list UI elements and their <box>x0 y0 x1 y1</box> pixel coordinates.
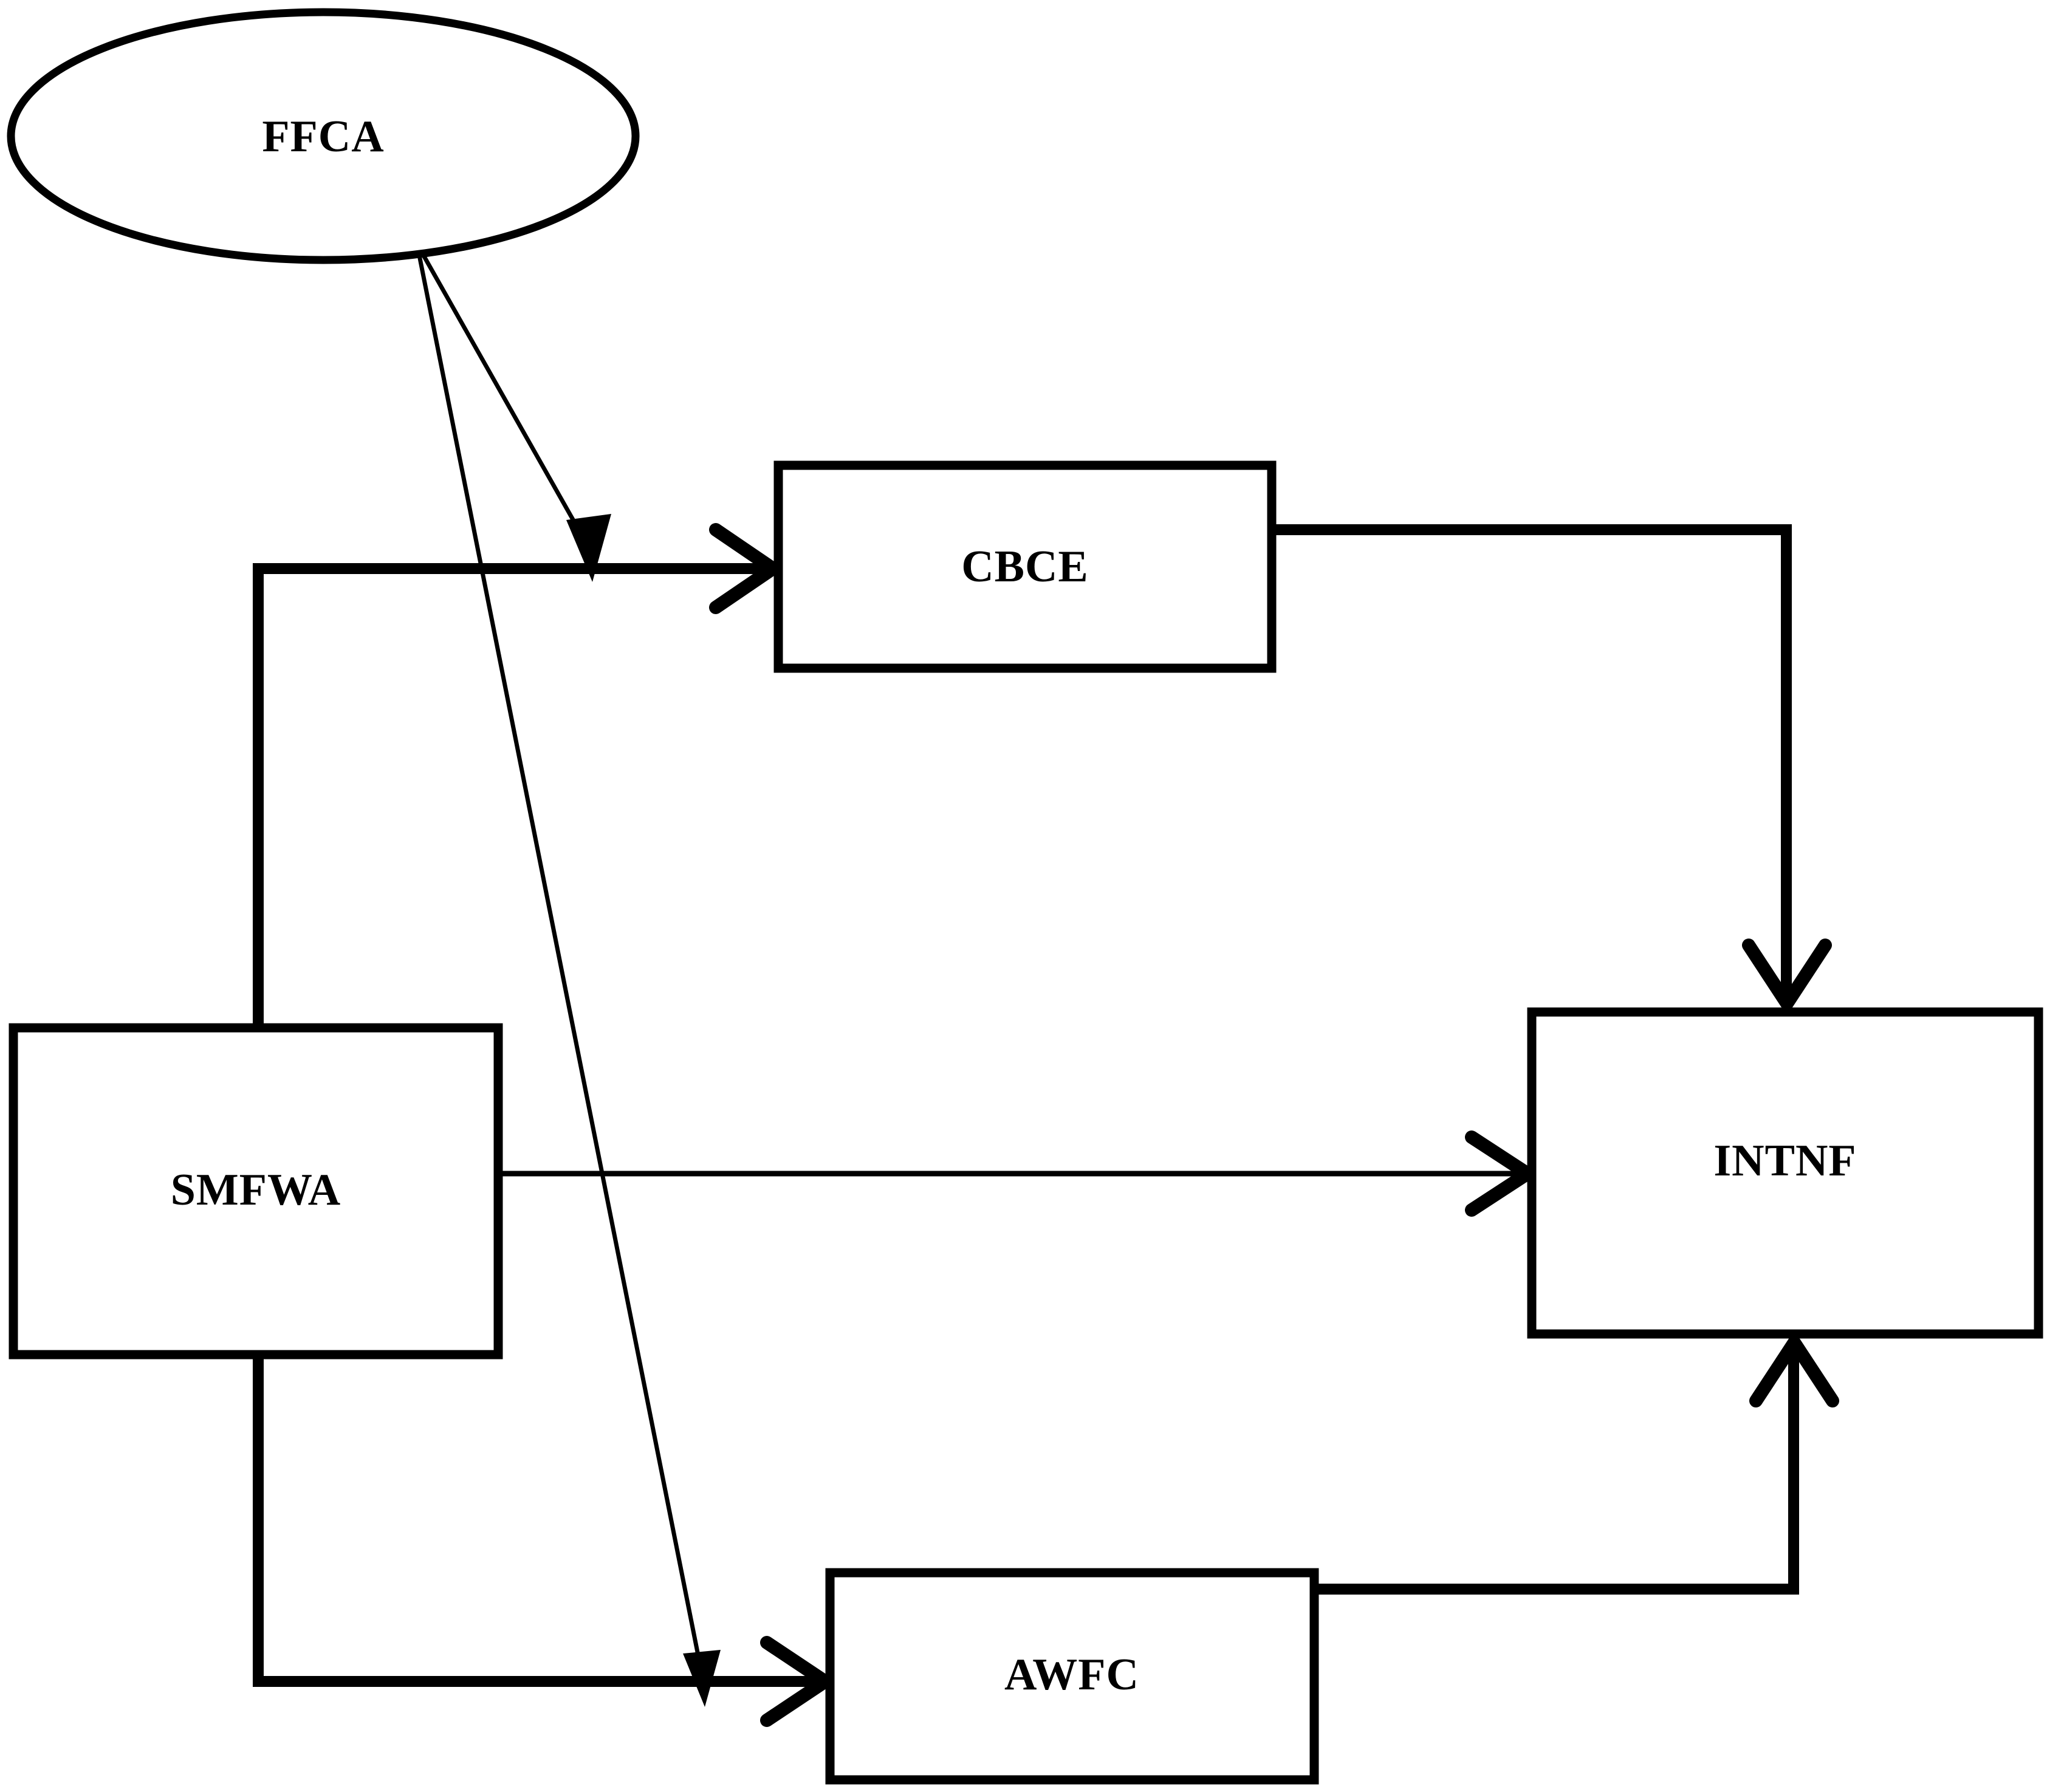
node-awfc[interactable]: AWFC <box>825 1568 1319 1785</box>
edge-ffca-to-awfc-path <box>416 248 702 1665</box>
edge-smfwa-to-intnf <box>498 1130 1534 1217</box>
node-cbce-shape <box>773 460 1277 673</box>
edge-ffca-to-cbce-arrowhead <box>566 514 611 582</box>
edge-awfc-to-intnf-path <box>1314 1344 1799 1595</box>
edge-smfwa-to-cbce-arrowhead <box>709 523 780 614</box>
node-smfwa-shape <box>9 1023 503 1359</box>
edge-smfwa-to-awfc-path <box>253 1349 824 1687</box>
edge-ffca-to-awfc-arrowhead <box>683 1650 721 1707</box>
edge-cbce-to-intnf-path <box>1272 524 1792 1002</box>
node-awfc-label: AWFC <box>1004 1650 1139 1700</box>
edge-cbce-to-intnf <box>1272 524 1832 1010</box>
node-smfwa[interactable]: SMFWA <box>9 1023 503 1359</box>
edge-smfwa-to-awfc <box>253 1349 832 1727</box>
edge-smfwa-to-cbce <box>253 523 780 1033</box>
node-intnf[interactable]: INTNF <box>1527 1007 2043 1339</box>
edge-smfwa-to-awfc-arrowhead <box>760 1636 832 1727</box>
node-cbce[interactable]: CBCE <box>773 460 1277 673</box>
edge-smfwa-to-cbce-path <box>253 563 772 1033</box>
node-smfwa-label: SMFWA <box>171 1165 341 1215</box>
node-intnf-shape <box>1527 1007 2043 1339</box>
edge-awfc-to-intnf-arrowhead <box>1749 1336 1839 1407</box>
node-ffca-label: FFCA <box>262 112 384 162</box>
edge-awfc-to-intnf <box>1314 1336 1839 1595</box>
node-awfc-shape <box>825 1568 1319 1785</box>
edge-ffca-to-cbce <box>417 247 611 582</box>
node-ffca[interactable]: FFCA <box>7 8 640 264</box>
node-intnf-label: INTNF <box>1713 1136 1856 1186</box>
edge-ffca-to-awfc <box>416 248 721 1707</box>
node-cbce-label: CBCE <box>961 542 1089 592</box>
edge-ffca-to-cbce-path <box>417 247 595 555</box>
edge-cbce-to-intnf-arrowhead <box>1742 939 1832 1010</box>
node-ffca-shape <box>7 8 640 264</box>
